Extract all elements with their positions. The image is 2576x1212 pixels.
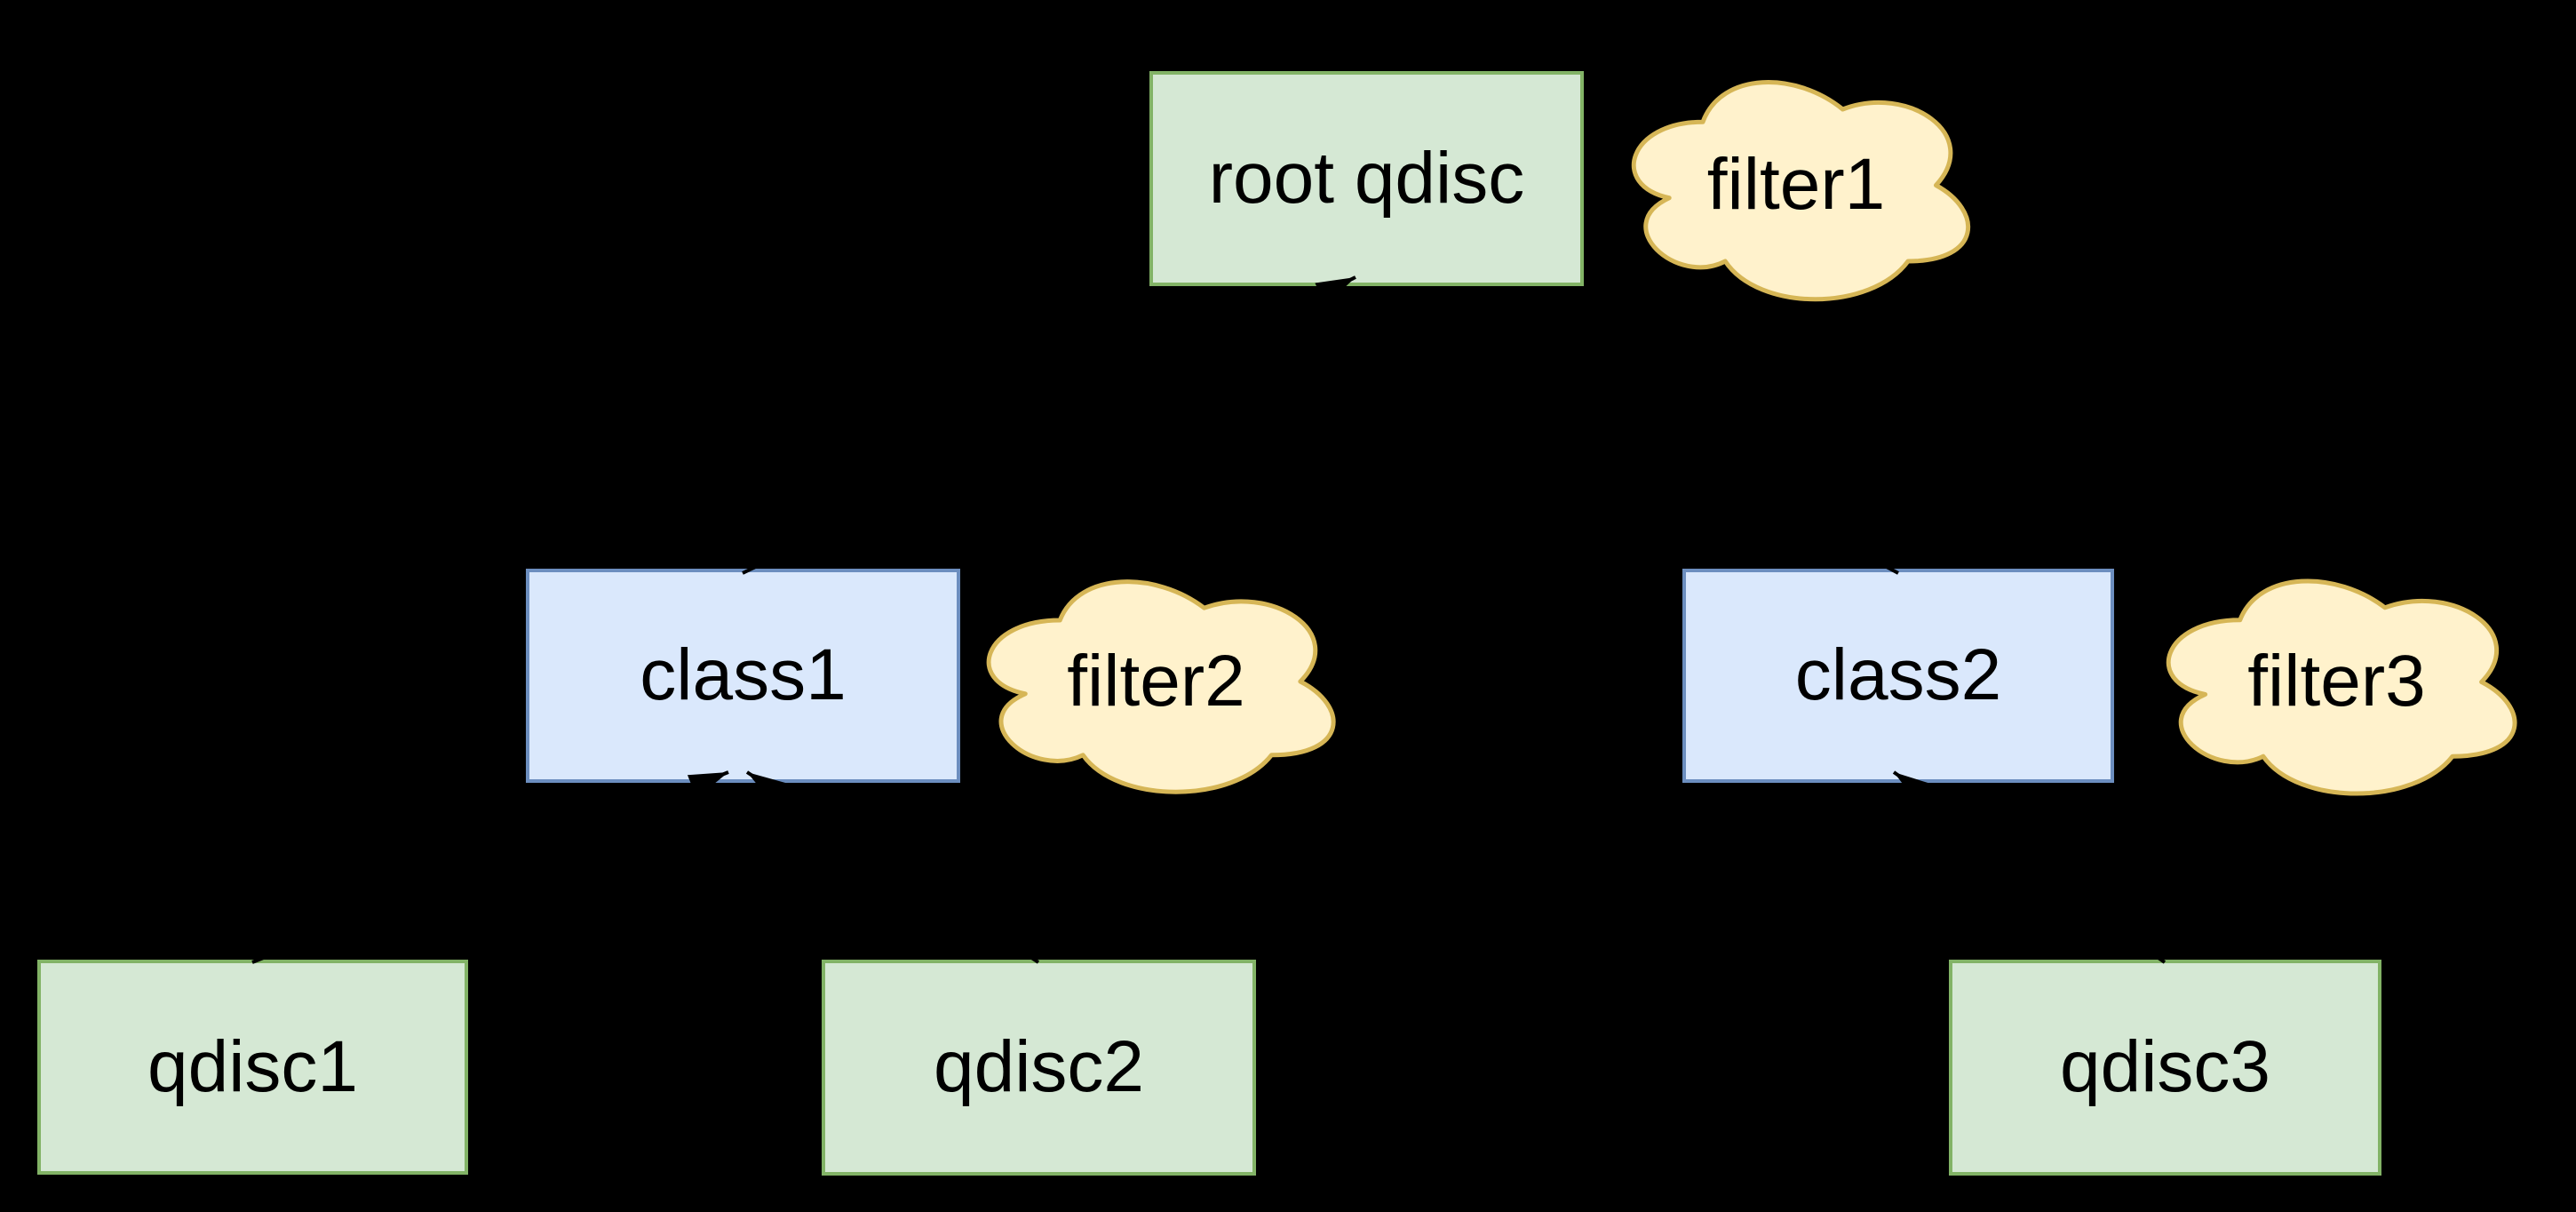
cloud-shape-icon (2143, 558, 2530, 806)
filter2-label: filter2 (1067, 640, 1245, 722)
class1-label: class1 (640, 634, 847, 716)
filter1-label: filter1 (1706, 144, 1886, 226)
root-qdisc-box: root qdisc (1149, 71, 1584, 286)
class2-box: class2 (1682, 569, 2114, 783)
class2-label: class2 (1794, 634, 2002, 716)
edge-qdisc3-to-class2 (1892, 770, 2167, 964)
qdisc2-box: qdisc2 (822, 960, 1256, 1176)
class1-box: class1 (526, 569, 960, 783)
filter2-cloud: filter2 (964, 559, 1348, 804)
root-qdisc-label: root qdisc (1208, 137, 1525, 219)
qdisc2-label: qdisc2 (933, 1026, 1145, 1108)
qdisc3-label: qdisc3 (2059, 1026, 2271, 1108)
cloud-shape-icon (1610, 59, 1983, 312)
qdisc3-box: qdisc3 (1949, 960, 2381, 1176)
filter1-cloud: filter1 (1610, 59, 1983, 312)
edge-class1-to-root-qdisc (742, 275, 1356, 575)
filter3-cloud: filter3 (2143, 558, 2530, 806)
edge-qdisc1-to-class1 (251, 770, 729, 964)
filter3-label: filter3 (2247, 641, 2426, 722)
qdisc1-label: qdisc1 (147, 1025, 359, 1107)
qdisc1-box: qdisc1 (37, 960, 468, 1175)
edge-class2-to-root-qdisc (1369, 288, 1899, 575)
cloud-shape-icon (964, 559, 1348, 804)
